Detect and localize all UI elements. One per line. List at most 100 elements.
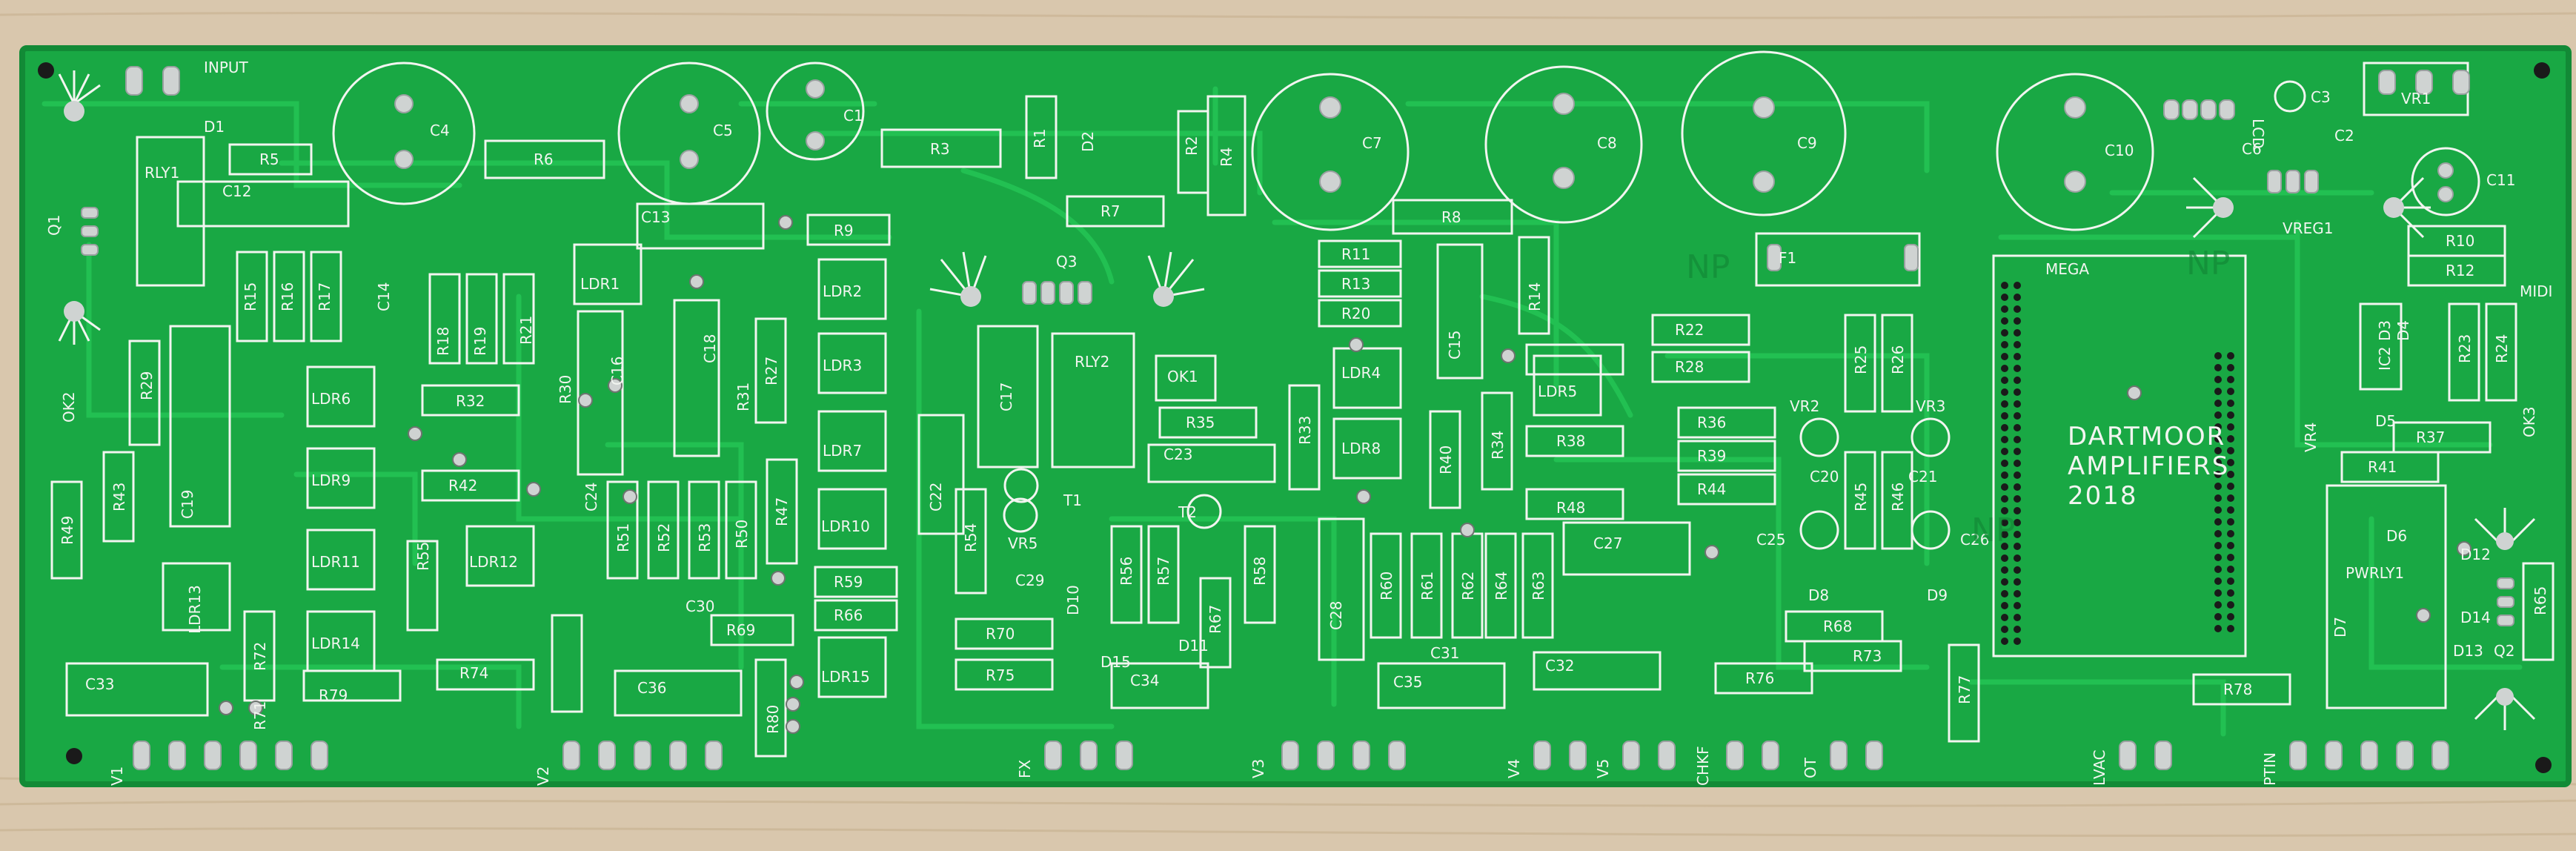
- np-mark-3: NP: [1971, 511, 2015, 549]
- header-pin: [2014, 543, 2021, 550]
- header-pin: [2014, 460, 2021, 467]
- label-r67: R67: [1206, 605, 1224, 634]
- label-d1: D1: [204, 118, 225, 136]
- label-c12: C12: [222, 182, 251, 200]
- header-pin: [2014, 412, 2021, 420]
- label-v2: V2: [534, 766, 552, 786]
- label-r13: R13: [1341, 275, 1370, 293]
- label-r42: R42: [448, 477, 477, 494]
- header-pin: [2214, 483, 2222, 490]
- capacitor-pads: [394, 79, 2454, 202]
- header-pin: [2014, 448, 2021, 455]
- label-r5: R5: [259, 150, 279, 168]
- label-r17: R17: [316, 282, 333, 311]
- header-pin: [2001, 495, 2008, 503]
- header-pin: [2227, 388, 2234, 395]
- header-pin: [2214, 601, 2222, 609]
- label-r80: R80: [764, 705, 782, 734]
- label-r63: R63: [1530, 572, 1547, 600]
- label-c16: C16: [608, 357, 626, 385]
- label-r48: R48: [1556, 499, 1585, 517]
- label-ldr7: LDR7: [823, 442, 862, 460]
- label-d7: D7: [2331, 617, 2349, 638]
- film-capacitor-outlines: [65, 180, 1691, 717]
- label-q1: Q1: [45, 215, 63, 236]
- header-pin: [2001, 412, 2008, 420]
- label-c10: C10: [2105, 142, 2134, 159]
- header-pin: [2001, 566, 2008, 574]
- large-capacitor-outlines: [332, 50, 2480, 231]
- label-d15: D15: [1101, 653, 1131, 671]
- label-ldr2: LDR2: [823, 282, 862, 300]
- label-vr5: VR5: [1008, 534, 1038, 552]
- label-r56: R56: [1118, 557, 1135, 586]
- label-r50: R50: [733, 520, 751, 549]
- label-r52: R52: [655, 523, 673, 552]
- pcb-board: [22, 48, 2569, 784]
- label-r47: R47: [773, 497, 791, 526]
- label-r34: R34: [1489, 431, 1507, 460]
- header-pin: [2214, 411, 2222, 419]
- label-vr3: VR3: [1916, 397, 1945, 415]
- label-r10: R10: [2446, 232, 2474, 250]
- label-t2: T2: [1178, 503, 1197, 521]
- header-pin: [2214, 400, 2222, 407]
- label-ldr15: LDR15: [821, 668, 870, 686]
- header-pin: [2214, 542, 2222, 549]
- header-pin: [2014, 388, 2021, 396]
- label-r35: R35: [1186, 414, 1215, 431]
- label-r11: R11: [1341, 245, 1370, 263]
- label-c25: C25: [1756, 531, 1785, 549]
- label-r27: R27: [763, 357, 780, 385]
- label-r46: R46: [1889, 483, 1907, 511]
- header-pin: [2214, 423, 2222, 431]
- label-d4: D4: [2394, 320, 2412, 341]
- label-r2: R2: [1183, 136, 1201, 156]
- header-pin: [2227, 518, 2234, 526]
- label-midi: MIDI: [2520, 282, 2552, 300]
- label-c17: C17: [997, 383, 1015, 411]
- label-chkf: CHKF: [1694, 746, 1712, 786]
- header-pin: [2227, 566, 2234, 573]
- label-input: INPUT: [204, 59, 249, 76]
- header-pin: [2214, 494, 2222, 502]
- header-pin: [2227, 411, 2234, 419]
- header-pin: [2014, 436, 2021, 443]
- label-r38: R38: [1556, 432, 1585, 450]
- header-pin: [2001, 554, 2008, 562]
- label-c19: C19: [179, 490, 196, 519]
- label-ldr4: LDR4: [1341, 364, 1381, 382]
- header-pin: [2001, 626, 2008, 633]
- label-r62: R62: [1459, 572, 1477, 600]
- label-r54: R54: [962, 523, 980, 552]
- label-rly1: RLY1: [145, 164, 179, 182]
- header-pin: [2214, 447, 2222, 454]
- header-pin: [2001, 578, 2008, 586]
- label-ldr6: LDR6: [311, 390, 351, 408]
- label-ldr14: LDR14: [311, 635, 360, 652]
- header-pin: [2227, 364, 2234, 371]
- label-ldr3: LDR3: [823, 357, 862, 374]
- header-pin: [2001, 531, 2008, 538]
- label-r60: R60: [1378, 572, 1395, 600]
- label-r72: R72: [251, 642, 269, 671]
- label-lvac: LVAC: [2091, 749, 2108, 786]
- label-r15: R15: [242, 282, 259, 311]
- label-c9: C9: [1797, 134, 1817, 152]
- label-c33: C33: [85, 675, 114, 693]
- mega-header-pins: [2001, 282, 2234, 645]
- label-c35: C35: [1393, 673, 1422, 691]
- mounting-holes: [38, 62, 2552, 773]
- label-c13: C13: [641, 208, 670, 226]
- label-t1: T1: [1063, 491, 1082, 509]
- header-pin: [2001, 436, 2008, 443]
- label-c32: C32: [1545, 657, 1574, 675]
- label-c2: C2: [2334, 127, 2354, 145]
- label-ptin: PTIN: [2261, 752, 2279, 786]
- header-pin: [2014, 282, 2021, 289]
- header-pin: [2014, 531, 2021, 538]
- silkscreen-labels: INPUT D1 RLY1 Q1 R5 R6 R3 R1 D2 R2 R4 C4…: [45, 59, 2552, 786]
- label-mega: MEGA: [2045, 260, 2089, 278]
- heatsink-outlines: [58, 70, 2536, 730]
